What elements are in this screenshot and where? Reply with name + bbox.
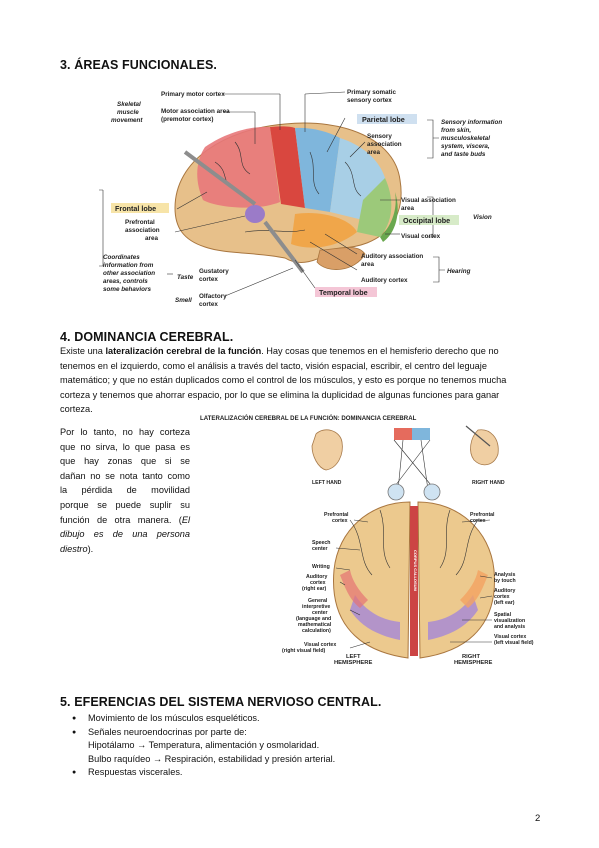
list-subitem: Bulbo raquídeo → Respiración, estabilida… — [88, 753, 336, 764]
label-visual-cortex: Visual cortex — [401, 233, 441, 240]
label-occipital-lobe: Occipital lobe — [403, 216, 450, 225]
section-4-heading: 4. DOMINANCIA CEREBRAL. — [60, 330, 234, 344]
label-corpus-callosum: CORPUS CALLOSUM — [413, 550, 418, 592]
section-4-side-text: Por lo tanto, no hay corteza que no sirv… — [60, 427, 190, 554]
list-item: Señales neuroendocrinas por parte de: — [60, 726, 540, 740]
label-right-hand: RIGHT HAND — [472, 480, 505, 486]
label-taste: Taste — [177, 274, 194, 281]
section-5-heading: 5. EFERENCIAS DEL SISTEMA NERVIOSO CENTR… — [60, 695, 382, 709]
list-item: Movimiento de los músculos esqueléticos. — [60, 712, 540, 726]
label-visual-right-field: Visual cortex(right visual field) — [282, 642, 336, 654]
label-smell: Smell — [175, 297, 192, 304]
label-vision: Vision — [473, 214, 492, 221]
page-number: 2 — [535, 813, 541, 824]
list-item: Respuestas viscerales. — [60, 766, 540, 780]
label-motor-assoc: Motor association area(premotor cortex) — [161, 108, 230, 123]
label-auditory-cortex: Auditory cortex — [361, 277, 408, 284]
label-writing: Writing — [312, 564, 330, 570]
cerebral-dominance-figure: LATERALIZACIÓN CEREBRAL DE LA FUNCIÓN: D… — [200, 414, 534, 666]
label-hearing: Hearing — [447, 268, 471, 275]
label-frontal-lobe: Frontal lobe — [115, 204, 156, 213]
section-3-heading: 3. ÁREAS FUNCIONALES. — [60, 58, 217, 72]
label-parietal-lobe: Parietal lobe — [362, 115, 405, 124]
label-visual-left-field: Visual cortex(left visual field) — [494, 634, 534, 646]
figure-title: LATERALIZACIÓN CEREBRAL DE LA FUNCIÓN: D… — [200, 414, 417, 422]
label-primary-motor: Primary motor cortex — [161, 91, 225, 98]
section-4-paragraph: Existe una lateralización cerebral de la… — [60, 346, 507, 415]
list-subitem: Hipotálamo → Temperatura, alimentación y… — [88, 740, 320, 751]
section-5-list: Movimiento de los músculos esqueléticos.… — [60, 712, 540, 780]
label-temporal-lobe: Temporal lobe — [319, 288, 368, 297]
label-left-hand: LEFT HAND — [312, 480, 342, 486]
